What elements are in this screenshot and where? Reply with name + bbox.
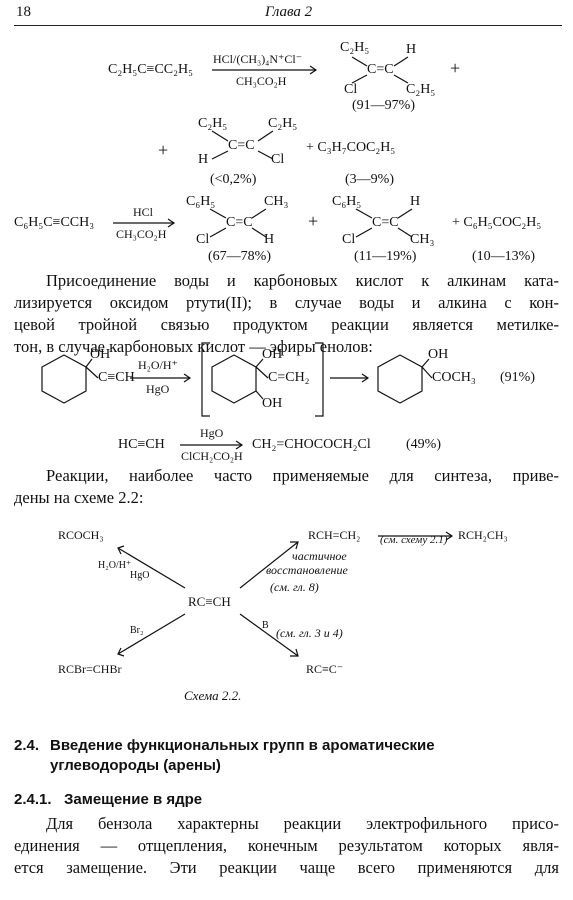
eq3-intermediate-oh-top: OH xyxy=(262,347,283,362)
section-2-4-title-line-2: углеводороды (арены) xyxy=(50,757,221,774)
eq3-alkyne: C≡CH xyxy=(98,370,135,385)
eq1-p2-bottom-right: Cl xyxy=(271,152,285,167)
eq2-p2-yield: (11—19%) xyxy=(354,249,417,264)
scheme-top-right-product: RCH=CH₂ xyxy=(308,528,361,542)
eq1-p3-formula: + C₃H₇COC₂H₅ xyxy=(306,140,396,155)
section-2-4-title: Введение функциональных групп в ароматич… xyxy=(50,736,550,776)
section-2-4-title-line-1: Введение функциональных групп в ароматич… xyxy=(50,737,435,754)
eq1-p2-yield: (<0,2%) xyxy=(210,172,257,187)
eq1-plus-2: + xyxy=(158,140,169,160)
paragraph-1: Присоединение воды и карбоновых кислот к… xyxy=(14,270,559,358)
para1-line-4: тон, в случае карбоновых кислот — эфиры … xyxy=(14,337,373,356)
para2-line-1: Реакции, наиболее часто применяемые для … xyxy=(46,466,559,485)
eq1-p1-center: C=C xyxy=(367,62,394,77)
eq4-product: CH₂=CHOCOCH₂Cl xyxy=(252,437,371,452)
eq2-reagent-bottom: CH₃CO₂H xyxy=(116,227,167,241)
scheme-bottom-right-product: RC≡C⁻ xyxy=(306,662,344,676)
eq3-yield: (91%) xyxy=(500,370,535,385)
eq2-p1-top-right: CH₃ xyxy=(264,194,289,209)
eq1-reagent-bottom: CH₃CO₂H xyxy=(236,74,287,88)
section-2-4-1-number: 2.4.1. xyxy=(14,791,52,808)
eq3-reagent-bottom: HgO xyxy=(146,382,170,396)
eq2-p3-formula: + C₆H₅COC₂H₅ xyxy=(452,215,542,230)
scheme-bottom-left-product: RCBr=CHBr xyxy=(58,662,122,676)
scheme-top-left-product: RCOCH₃ xyxy=(58,528,104,542)
eq1-p2-center: C=C xyxy=(228,138,255,153)
eq2-p1-yield: (67—78%) xyxy=(208,249,271,264)
scheme-top-left-reagent-2: HgO xyxy=(130,570,150,581)
eq2-p2-bottom-left: Cl xyxy=(342,232,356,247)
eq2-p1-bottom-left: Cl xyxy=(196,232,210,247)
scheme-top-right-note-3: (см. гл. 8) xyxy=(270,580,319,594)
eq1-p2-top-left: C₂H₅ xyxy=(198,116,228,131)
header-rule xyxy=(14,25,562,26)
eq2-p2-top-right: H xyxy=(410,194,421,209)
section-2-4-1-title: Замещение в ядре xyxy=(64,791,203,808)
scheme-bottom-right-note: (см. гл. 3 и 4) xyxy=(276,626,343,640)
eq3-product-oh: OH xyxy=(428,347,449,362)
eq2-p1-top-left: C₆H₅ xyxy=(186,194,216,209)
eq1-p2-bottom-left: H xyxy=(198,152,209,167)
eq4-yield: (49%) xyxy=(406,437,441,452)
eq2-p2-top-left: C₆H₅ xyxy=(332,194,362,209)
eq3-intermediate-enol: C=CH₂ xyxy=(268,370,310,385)
eq1-p1-yield: (91—97%) xyxy=(352,98,415,113)
para1-line-3: цевой тройной связью продуктом реакции я… xyxy=(14,315,559,334)
eq1-plus-1: + xyxy=(450,58,461,78)
para1-line-2: лизируется оксидом ртути(II); в случае в… xyxy=(14,293,559,312)
eq2-plus: + xyxy=(308,211,319,231)
scheme-top-right-ref: (см. схему 2.1) xyxy=(380,534,448,546)
eq2-p2-center: C=C xyxy=(372,215,399,230)
para1-line-1: Присоединение воды и карбоновых кислот к… xyxy=(46,271,559,290)
eq2-reactant: C₆H₅C≡CCH₃ xyxy=(14,215,95,230)
scheme-top-right-note-1: частичное xyxy=(292,549,347,563)
scheme-center: RC≡CH xyxy=(188,594,231,609)
eq2-p1-center: C=C xyxy=(226,215,253,230)
eq2-reagent-top: HCl xyxy=(133,205,154,219)
chapter-title: Глава 2 xyxy=(265,4,313,20)
scheme-bottom-right-reagent: B xyxy=(262,620,269,631)
eq2-p3-yield: (10—13%) xyxy=(472,249,535,264)
eq4-reagent-bottom: ClCH₂CO₂H xyxy=(181,449,243,463)
eq1-p1-bottom-right: C₂H₅ xyxy=(406,82,436,97)
section-2-4-number: 2.4. xyxy=(14,737,40,754)
eq4-reactant: HC≡CH xyxy=(118,437,165,452)
paragraph-2: Реакции, наиболее часто применяемые для … xyxy=(14,465,559,509)
page-number: 18 xyxy=(16,4,31,20)
scheme-top-right-note-2: восстановление xyxy=(266,563,348,577)
paragraph-3: Для бензола характерны реакции электрофи… xyxy=(14,813,559,879)
eq1-p1-top-right: H xyxy=(406,42,417,57)
eq1-p1-bottom-left: Cl xyxy=(344,82,358,97)
scheme-bottom-left-reagent: Br₂ xyxy=(130,625,144,636)
para3-line-2: единения — отщепления, конечным результа… xyxy=(14,836,559,855)
eq3-oh-top: OH xyxy=(90,347,111,362)
eq2-p1-bottom-right: H xyxy=(264,232,275,247)
para3-line-1: Для бензола характерны реакции электрофи… xyxy=(46,814,559,833)
eq1-p1-top-left: C₂H₅ xyxy=(340,40,370,55)
para3-line-3: ется замещение. Эти реакции чаще всего п… xyxy=(14,858,559,877)
eq3-reagent-top: H₂O/H⁺ xyxy=(138,358,178,372)
eq1-reactant: C₂H₅C≡CC₂H₅ xyxy=(108,62,193,77)
eq1-p2-top-right: C₂H₅ xyxy=(268,116,298,131)
scheme-caption: Схема 2.2. xyxy=(184,688,242,703)
eq1-p3-yield: (3—9%) xyxy=(345,172,394,187)
eq4-reagent-top: HgO xyxy=(200,426,224,440)
eq3-intermediate-oh-bottom: OH xyxy=(262,396,283,411)
eq2-p2-bottom-right: CH₃ xyxy=(410,232,435,247)
scheme-top-right-final: RCH₂CH₃ xyxy=(458,528,508,542)
para2-line-2: дены на схеме 2.2: xyxy=(14,488,144,507)
scheme-top-left-reagent-1: H₂O/H⁺ xyxy=(98,560,132,571)
eq1-reagent-top: HCl/(CH₃)₄N⁺Cl⁻ xyxy=(213,52,303,66)
eq3-product-acyl: COCH₃ xyxy=(432,370,476,385)
